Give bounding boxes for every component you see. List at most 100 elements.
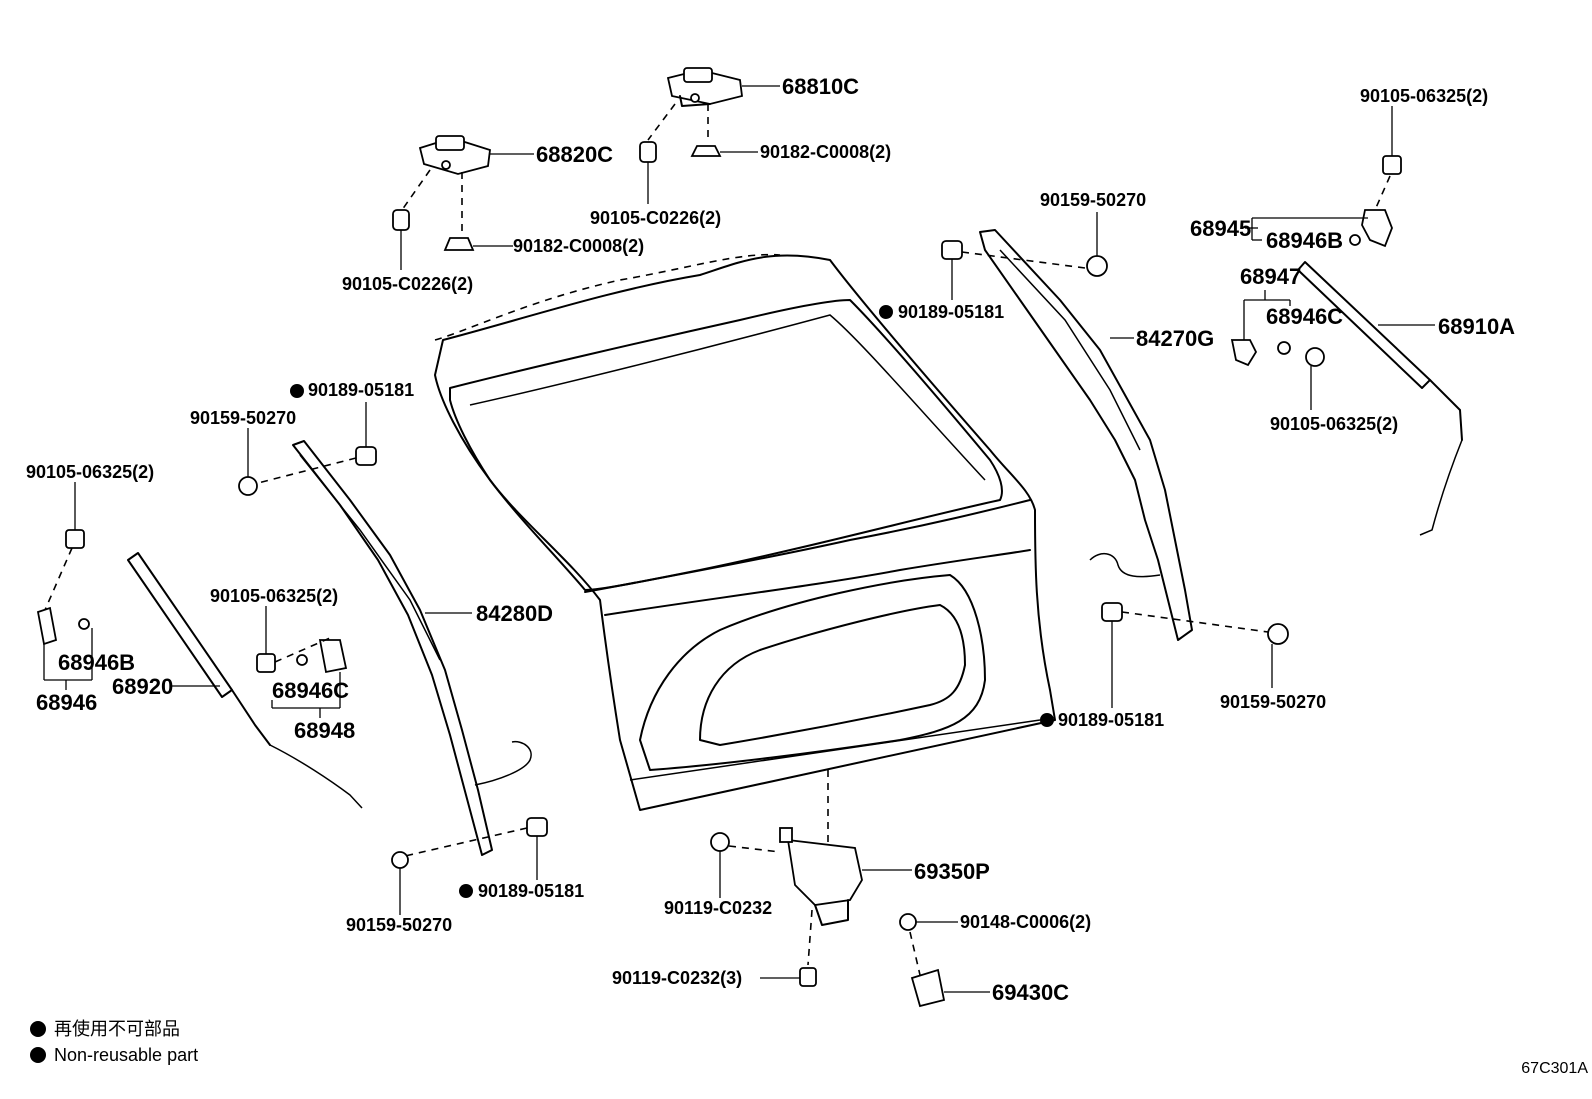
label-90105-C0226-b[interactable]: 90105-C0226(2): [342, 274, 473, 294]
label-90159-l[interactable]: 90159-50270: [190, 408, 296, 428]
clip-90189-tr[interactable]: [941, 240, 963, 260]
label-90189-br[interactable]: 90189-05181: [1058, 710, 1164, 730]
bracket-68948[interactable]: [318, 639, 348, 674]
bushing-68946B-l[interactable]: [78, 618, 90, 630]
bushing-68946C-l[interactable]: [296, 654, 308, 666]
dash-90105-l: [44, 547, 73, 611]
bolt-90119-C0232-b[interactable]: [799, 967, 817, 987]
label-90105-r2[interactable]: 90105-06325(2): [1270, 414, 1398, 434]
dash-90189-bl: [404, 827, 528, 857]
strut-68920[interactable]: [127, 552, 363, 809]
legend-text-jp: 再使用不可部品: [54, 1019, 180, 1039]
label-68945[interactable]: 68945: [1190, 216, 1251, 241]
label-68920[interactable]: 68920: [112, 674, 173, 699]
screw-90159-tr[interactable]: [1086, 255, 1108, 277]
label-90189-tl[interactable]: 90189-05181: [308, 380, 414, 400]
label-90119-b[interactable]: 90119-C0232(3): [612, 968, 742, 988]
label-68946C-r[interactable]: 68946C: [1266, 304, 1343, 329]
back-door-panel: [434, 253, 1056, 811]
wire-84270G: [1089, 553, 1161, 578]
label-90159-tr[interactable]: 90159-50270: [1040, 190, 1146, 210]
striker-69430C[interactable]: [910, 968, 946, 1008]
dash-90148: [909, 931, 921, 976]
trim-84270G[interactable]: [979, 229, 1193, 641]
panel-lower-line: [604, 549, 1031, 616]
diagram-code: 67C301A: [1521, 1060, 1588, 1077]
label-69430C[interactable]: 69430C: [992, 980, 1069, 1005]
label-68948[interactable]: 68948: [294, 718, 355, 743]
clip-90189-bl[interactable]: [526, 817, 548, 837]
dash-68810C-a: [647, 103, 676, 141]
label-69350P[interactable]: 69350P: [914, 859, 990, 884]
lock-motor-69350P[interactable]: [779, 827, 863, 926]
bolt-90105-C0226-b[interactable]: [392, 209, 410, 231]
license-recess: [699, 604, 966, 746]
non-reusable-marker-bl: [459, 884, 473, 898]
label-90189-bl[interactable]: 90189-05181: [478, 881, 584, 901]
dash-90189-tl: [257, 457, 357, 484]
label-90105-m[interactable]: 90105-06325(2): [210, 586, 338, 606]
bolt-90105-C0226-a[interactable]: [639, 141, 657, 163]
label-90159-bl[interactable]: 90159-50270: [346, 915, 452, 935]
legend-bullet-en: [30, 1047, 46, 1063]
hinge-68810C[interactable]: [666, 67, 743, 107]
legend-bullet-jp: [30, 1021, 46, 1037]
clip-90189-br[interactable]: [1101, 602, 1123, 622]
strut-68910A[interactable]: [1297, 261, 1463, 536]
label-68946C-l[interactable]: 68946C: [272, 678, 349, 703]
dash-90189-br: [1121, 611, 1269, 633]
back-door-outline: [434, 254, 1056, 811]
bolt-90119-C0232-a[interactable]: [710, 832, 730, 852]
bracket-68947[interactable]: [1230, 339, 1258, 367]
label-90182-b[interactable]: 90182-C0008(2): [513, 236, 644, 256]
label-68910A[interactable]: 68910A: [1438, 314, 1515, 339]
screw-90159-br[interactable]: [1267, 623, 1289, 645]
dash-90105-tr: [1374, 175, 1391, 211]
non-reusable-marker-tl: [290, 384, 304, 398]
label-90105-C0226-a[interactable]: 90105-C0226(2): [590, 208, 721, 228]
label-90148[interactable]: 90148-C0006(2): [960, 912, 1091, 932]
bushing-68946C-r[interactable]: [1277, 341, 1291, 355]
label-84280D[interactable]: 84280D: [476, 601, 553, 626]
non-reusable-marker-tr: [879, 305, 893, 319]
bracket-group-68945: [1245, 217, 1368, 241]
hinge-68820C[interactable]: [418, 135, 491, 175]
bolt-90105-r2[interactable]: [1305, 347, 1325, 367]
bracket-group-68947: [1243, 290, 1291, 340]
label-90119-a[interactable]: 90119-C0232: [664, 898, 772, 918]
nut-90182-C0008-a[interactable]: [690, 145, 722, 157]
wire-84280D: [474, 740, 532, 786]
label-90159-br[interactable]: 90159-50270: [1220, 692, 1326, 712]
bracket-group-68948: [271, 672, 341, 718]
glass-upper-edge: [434, 253, 781, 341]
bracket-68946-l[interactable]: [36, 606, 58, 646]
nut-90182-C0008-b[interactable]: [443, 237, 475, 251]
license-recess-outer: [639, 574, 986, 771]
label-90182-a[interactable]: 90182-C0008(2): [760, 142, 891, 162]
label-90105-l[interactable]: 90105-06325(2): [26, 462, 154, 482]
label-68820C[interactable]: 68820C: [536, 142, 613, 167]
label-84270G[interactable]: 84270G: [1136, 326, 1214, 351]
screw-90159-l[interactable]: [238, 476, 258, 496]
trim-84280D[interactable]: [292, 440, 493, 856]
label-90105-tr[interactable]: 90105-06325(2): [1360, 86, 1488, 106]
label-90189-tr[interactable]: 90189-05181: [898, 302, 1004, 322]
bolt-90105-l[interactable]: [65, 529, 85, 549]
bolt-90105-m[interactable]: [256, 653, 276, 673]
bracket-68945[interactable]: [1361, 209, 1393, 248]
screw-90148-C0006[interactable]: [899, 913, 917, 931]
label-68946B-l[interactable]: 68946B: [58, 650, 135, 675]
bushing-68946B-r[interactable]: [1349, 234, 1361, 246]
label-68946B-r[interactable]: 68946B: [1266, 228, 1343, 253]
screw-90159-bl[interactable]: [391, 851, 409, 869]
clip-90189-tl[interactable]: [355, 446, 377, 466]
bracket-group-68946: [43, 628, 93, 690]
glass-outline: [449, 299, 1003, 591]
bolt-90105-tr[interactable]: [1382, 155, 1402, 175]
dash-90119-b: [807, 909, 813, 966]
label-68810C[interactable]: 68810C: [782, 74, 859, 99]
dash-90119-a: [728, 845, 781, 853]
label-68947[interactable]: 68947: [1240, 264, 1301, 289]
label-68946-l[interactable]: 68946: [36, 690, 97, 715]
